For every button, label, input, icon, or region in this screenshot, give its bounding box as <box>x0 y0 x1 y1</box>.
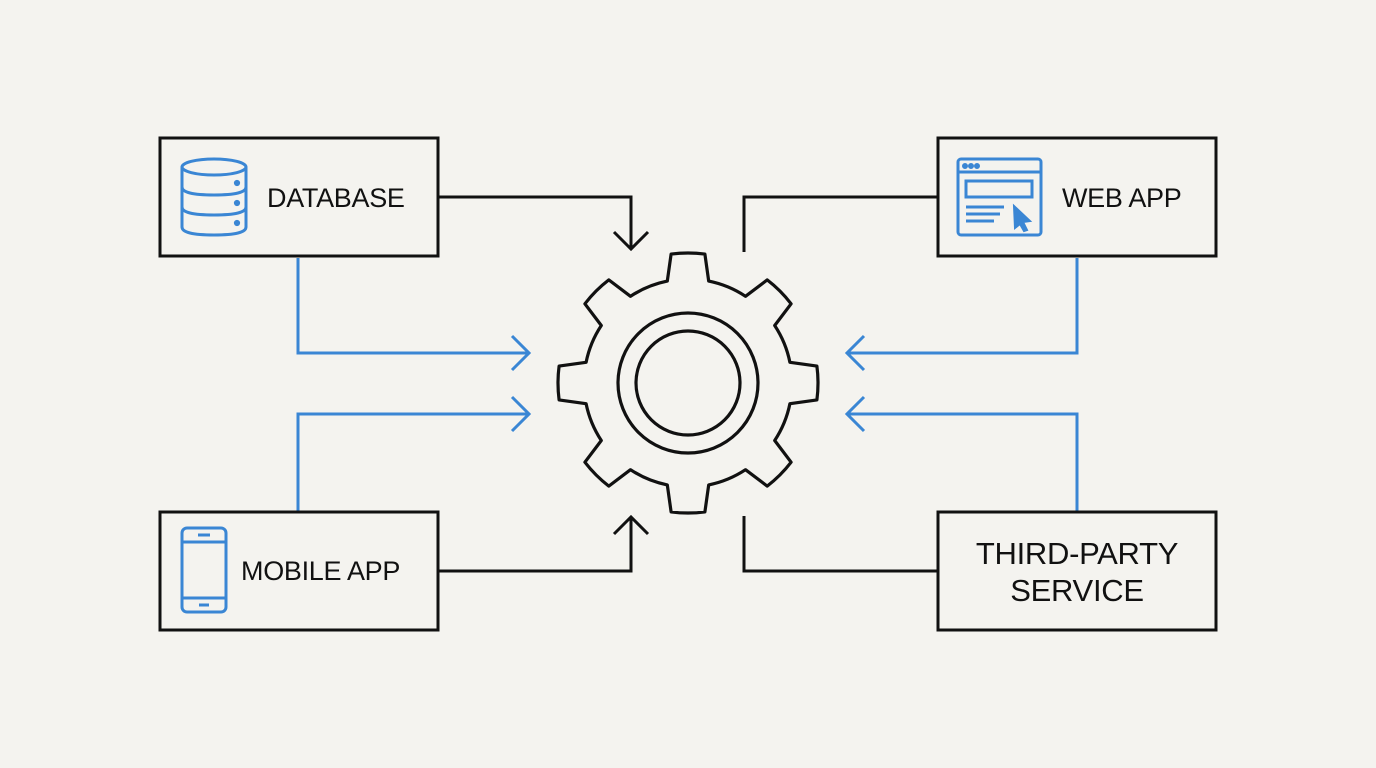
node-mobile-app[interactable]: MOBILE APP <box>158 510 440 632</box>
node-third-party-service[interactable]: THIRD-PARTY SERVICE <box>936 510 1218 632</box>
browser-window-icon <box>956 157 1043 237</box>
connector-mobile-black <box>438 514 650 573</box>
connector-thirdparty-black <box>742 516 938 573</box>
connector-database-black <box>438 195 650 252</box>
smartphone-icon <box>180 526 228 614</box>
node-web-app-label: WEB APP <box>1062 183 1181 213</box>
gear-icon <box>556 251 820 515</box>
node-mobile-app-label: MOBILE APP <box>241 556 400 586</box>
node-web-app[interactable]: WEB APP <box>936 136 1218 258</box>
node-third-party-label-line1: THIRD-PARTY <box>976 536 1178 571</box>
connectors <box>296 195 1079 573</box>
connector-database-blue <box>296 258 532 372</box>
node-database-label: DATABASE <box>267 183 405 213</box>
database-icon <box>180 157 248 237</box>
node-database[interactable]: DATABASE <box>158 136 440 258</box>
connector-webapp-blue <box>844 258 1079 372</box>
connector-webapp-black <box>742 195 938 252</box>
connector-thirdparty-blue <box>844 395 1079 512</box>
connector-mobile-blue <box>296 395 532 512</box>
node-third-party-label-line2: SERVICE <box>1010 573 1143 608</box>
